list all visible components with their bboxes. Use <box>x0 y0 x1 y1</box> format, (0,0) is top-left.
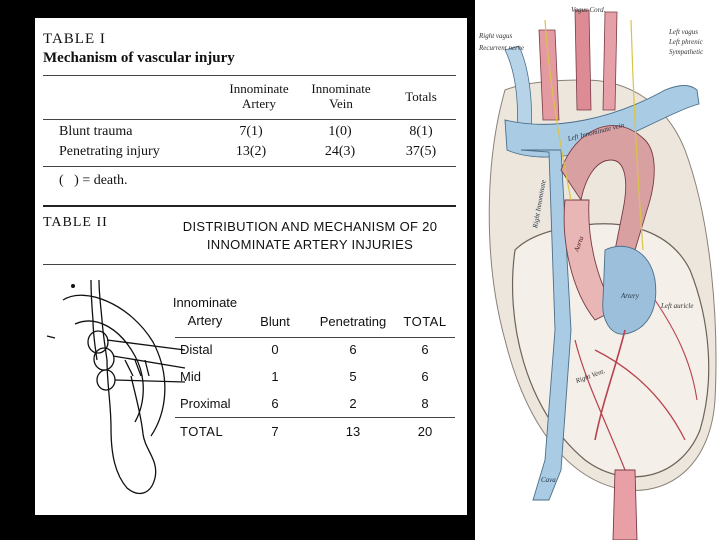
table1-col-artery-l2: Artery <box>242 96 276 111</box>
descending-aorta <box>612 469 638 540</box>
diagram-vessel-left <box>90 279 98 361</box>
diagram-aorta-outline <box>106 359 157 495</box>
table2-row-label: Mid <box>180 369 201 384</box>
heart-anatomy-illustration: Vagus Cord. Left vagus Left phrenic Symp… <box>475 0 720 540</box>
table1-caption: TABLE I <box>43 31 106 47</box>
diagram-marker-proximal <box>96 369 116 391</box>
table2-cell: 5 <box>349 369 357 384</box>
coronary-vessel-b <box>594 349 686 441</box>
diagram-tick-b <box>134 359 142 377</box>
table2-cell: 6 <box>421 369 429 384</box>
label-left-vagus: Left vagus <box>669 28 698 36</box>
table1-cell: 8(1) <box>409 124 433 139</box>
diagram-marker-distal <box>87 330 109 354</box>
table1-cell: 1(0) <box>328 124 352 139</box>
coronary-vessel-a <box>594 329 626 441</box>
label-sympathetic: Sympathetic <box>669 48 704 56</box>
table2-body-rule <box>175 417 455 418</box>
table1-col-artery: Innominate Artery <box>211 81 307 111</box>
table2-cell: 6 <box>271 396 279 411</box>
table2-cell: 2 <box>349 396 357 411</box>
table2-row-label: Distal <box>180 342 213 357</box>
label-cava: Cava <box>541 476 556 484</box>
diagram-mark-left <box>46 335 56 339</box>
label-artery: Artery <box>621 292 639 300</box>
table1-row-label: Penetrating injury <box>59 144 160 159</box>
innominate-diagram <box>46 279 185 495</box>
table2-total-label: TOTAL <box>180 424 224 439</box>
table2-row-label: Proximal <box>180 396 231 411</box>
label-left-phrenic: Left phrenic <box>669 38 703 46</box>
table2-cell: 6 <box>421 342 429 357</box>
table1-cell: 7(1) <box>239 124 263 139</box>
table2-cell: 6 <box>349 342 357 357</box>
table2-col-blunt: Blunt <box>260 314 290 329</box>
table2-title-line1: DISTRIBUTION AND MECHANISM OF 20 <box>182 219 438 234</box>
table2-title-line2: INNOMINATE ARTERY INJURIES <box>206 237 414 252</box>
table1-bottom-rule <box>43 166 456 167</box>
table1-row-label: Blunt trauma <box>59 124 133 139</box>
section-divider <box>43 205 456 207</box>
table2-cell: 1 <box>271 369 279 384</box>
carotid-artery-2 <box>602 11 618 111</box>
diagram-dot <box>71 284 75 288</box>
table2-cell: 8 <box>421 396 429 411</box>
table2-top-rule <box>43 264 456 265</box>
table1-top-rule <box>43 75 456 76</box>
table2-title: DISTRIBUTION AND MECHANISM OF 20 INNOMIN… <box>165 218 455 254</box>
label-left-auricle: Left auricle <box>661 302 694 310</box>
table2-header-artery-l1: Innominate <box>172 295 238 310</box>
table2-total-cell: 13 <box>345 424 361 439</box>
pulmonary-artery <box>602 245 657 335</box>
phrenic-nerve <box>630 19 644 251</box>
table2-total-cell: 20 <box>417 424 433 439</box>
table1-title: Mechanism of vascular injury <box>43 50 235 66</box>
table1-col-vein-l2: Vein <box>329 96 353 111</box>
table1-footnote: ( ) = death. <box>59 173 128 188</box>
table1-cell: 37(5) <box>405 144 437 159</box>
coronary-vessel-d <box>654 299 698 401</box>
table2-header-artery: Innominate Artery <box>163 294 247 330</box>
diagram-tick-a <box>124 359 134 377</box>
table2-header-rule <box>175 337 455 338</box>
aortic-arch <box>560 125 655 251</box>
label-recurrent: Recurrent nerve <box>479 44 525 52</box>
table1-header-rule <box>43 119 456 120</box>
diagram-arch-outer <box>62 294 166 437</box>
left-innominate-vein <box>504 85 700 158</box>
diagram-leader-distal <box>106 339 185 351</box>
table2-header-artery-l2: Artery <box>187 313 223 328</box>
table1-col-vein: Innominate Vein <box>297 81 385 111</box>
coronary-vessel-c <box>574 339 626 471</box>
table1-col-totals: Totals <box>405 89 437 104</box>
table1-cell: 24(3) <box>324 144 356 159</box>
subclavian-artery <box>574 9 592 111</box>
vagus-nerve <box>544 19 572 201</box>
table2-cell: 0 <box>271 342 279 357</box>
table2-col-penetrating: Penetrating <box>319 314 387 329</box>
table2-total-cell: 7 <box>271 424 279 439</box>
table1-col-vein-l1: Innominate <box>311 81 371 96</box>
label-vagus-cord: Vagus Cord. <box>571 6 606 14</box>
document-page: TABLE I Mechanism of vascular injury Inn… <box>35 18 467 515</box>
table1-cell: 13(2) <box>235 144 267 159</box>
table2-caption: TABLE II <box>43 215 108 230</box>
diagram-tick-c <box>144 359 150 377</box>
table1-col-artery-l1: Innominate <box>229 81 289 96</box>
diagram-leader-mid <box>112 355 185 369</box>
table2-col-total: TOTAL <box>403 314 447 329</box>
diagram-arch-inner <box>74 320 144 423</box>
diagram-leader-proximal <box>114 379 185 383</box>
heart-illustration-svg <box>488 9 717 540</box>
label-right-vagus: Right vagus <box>479 32 513 40</box>
left-carotid-artery <box>538 29 560 121</box>
